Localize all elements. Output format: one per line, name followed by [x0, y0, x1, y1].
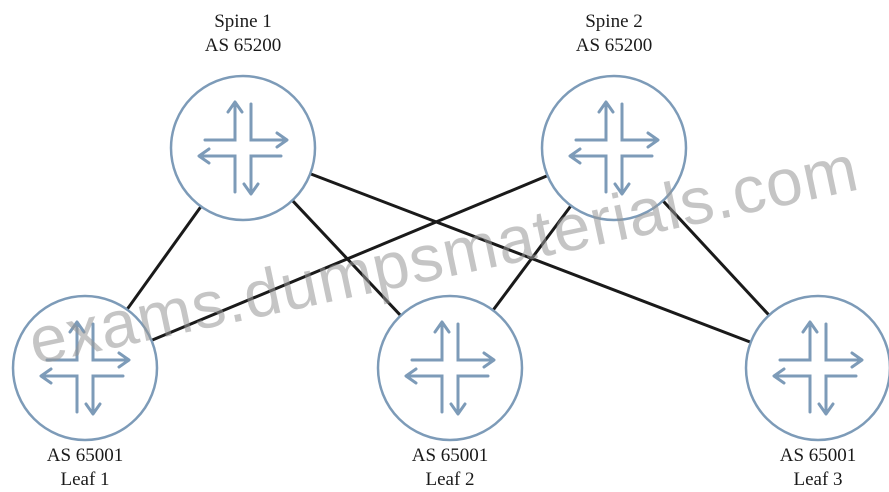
leaf3-as: AS 65001	[779, 445, 857, 466]
leaf1-arrowhead-3	[84, 402, 102, 416]
spine2-as: AS 65200	[575, 35, 653, 56]
link-spine2-leaf2	[491, 204, 573, 312]
spine1-arrowhead-1	[275, 131, 289, 149]
leaf2-arrowhead-2	[404, 367, 418, 385]
spine2-arrowhead-3	[613, 182, 631, 196]
leaf3-arrowhead-0	[801, 320, 819, 334]
spine1-arrow-1	[249, 102, 287, 142]
leaf3-arrow-2	[774, 374, 812, 414]
leaf3-label: AS 65001 Leaf 3	[728, 444, 889, 492]
spine1-arrow-2	[199, 154, 237, 194]
spine2-arrow-3	[620, 154, 654, 194]
leaf3-router-circle	[744, 294, 889, 442]
leaf1-as: AS 65001	[46, 445, 124, 466]
spine1-router-icon	[169, 74, 317, 222]
spine1-arrow-3	[249, 154, 283, 194]
link-spine1-leaf1	[125, 205, 203, 311]
leaf2-arrowhead-3	[449, 402, 467, 416]
leaf2-arrowhead-1	[482, 351, 496, 369]
leaf3-arrowhead-2	[772, 367, 786, 385]
link-spine2-leaf3	[661, 199, 771, 317]
leaf1-arrow-2	[41, 374, 79, 414]
routers-layer	[11, 74, 889, 442]
leaf1-router-icon	[11, 294, 159, 442]
leaf1-name: Leaf 1	[60, 469, 110, 490]
leaf1-arrow-1	[91, 322, 129, 362]
leaf2-router-icon	[376, 294, 524, 442]
spine1-arrowhead-2	[197, 147, 211, 165]
leaf2-arrow-1	[456, 322, 494, 362]
spine1-router-circle	[169, 74, 317, 222]
leaf1-arrowhead-2	[39, 367, 53, 385]
leaf2-router-circle	[376, 294, 524, 442]
spine2-router-icon	[540, 74, 688, 222]
spine2-arrowhead-0	[597, 100, 615, 114]
leaf1-label: AS 65001 Leaf 1	[0, 444, 175, 492]
leaf2-arrow-2	[406, 374, 444, 414]
link-spine2-leaf1	[150, 174, 549, 342]
links-layer	[125, 172, 771, 344]
leaf3-arrow-3	[824, 374, 858, 414]
leaf2-arrow-3	[456, 374, 490, 414]
spine2-router-circle	[540, 74, 688, 222]
spine1-name: Spine 1	[214, 11, 272, 32]
leaf1-arrowhead-0	[68, 320, 86, 334]
leaf1-router-circle	[11, 294, 159, 442]
spine2-arrow-2	[570, 154, 608, 194]
leaf3-arrow-1	[824, 322, 862, 362]
leaf1-arrowhead-1	[117, 351, 131, 369]
leaf1-arrow-0	[45, 322, 79, 362]
leaf3-arrowhead-3	[817, 402, 835, 416]
leaf2-name: Leaf 2	[425, 469, 475, 490]
leaf3-router-icon	[744, 294, 889, 442]
leaf2-as: AS 65001	[411, 445, 489, 466]
spine2-arrowhead-1	[646, 131, 660, 149]
leaf3-name: Leaf 3	[793, 469, 843, 490]
spine2-label: Spine 2 AS 65200	[524, 10, 704, 58]
spine1-arrowhead-3	[242, 182, 260, 196]
leaf3-arrowhead-1	[850, 351, 864, 369]
leaf3-arrow-0	[778, 322, 812, 362]
spine2-arrow-1	[620, 102, 658, 142]
leaf1-arrow-3	[91, 374, 125, 414]
leaf2-label: AS 65001 Leaf 2	[360, 444, 540, 492]
leaf2-arrow-0	[410, 322, 444, 362]
spine2-arrowhead-2	[568, 147, 582, 165]
spine1-label: Spine 1 AS 65200	[153, 10, 333, 58]
spine2-name: Spine 2	[585, 11, 643, 32]
spine1-arrowhead-0	[226, 100, 244, 114]
spine1-arrow-0	[203, 102, 237, 142]
spine2-arrow-0	[574, 102, 608, 142]
leaf2-arrowhead-0	[433, 320, 451, 334]
spine1-as: AS 65200	[204, 35, 282, 56]
